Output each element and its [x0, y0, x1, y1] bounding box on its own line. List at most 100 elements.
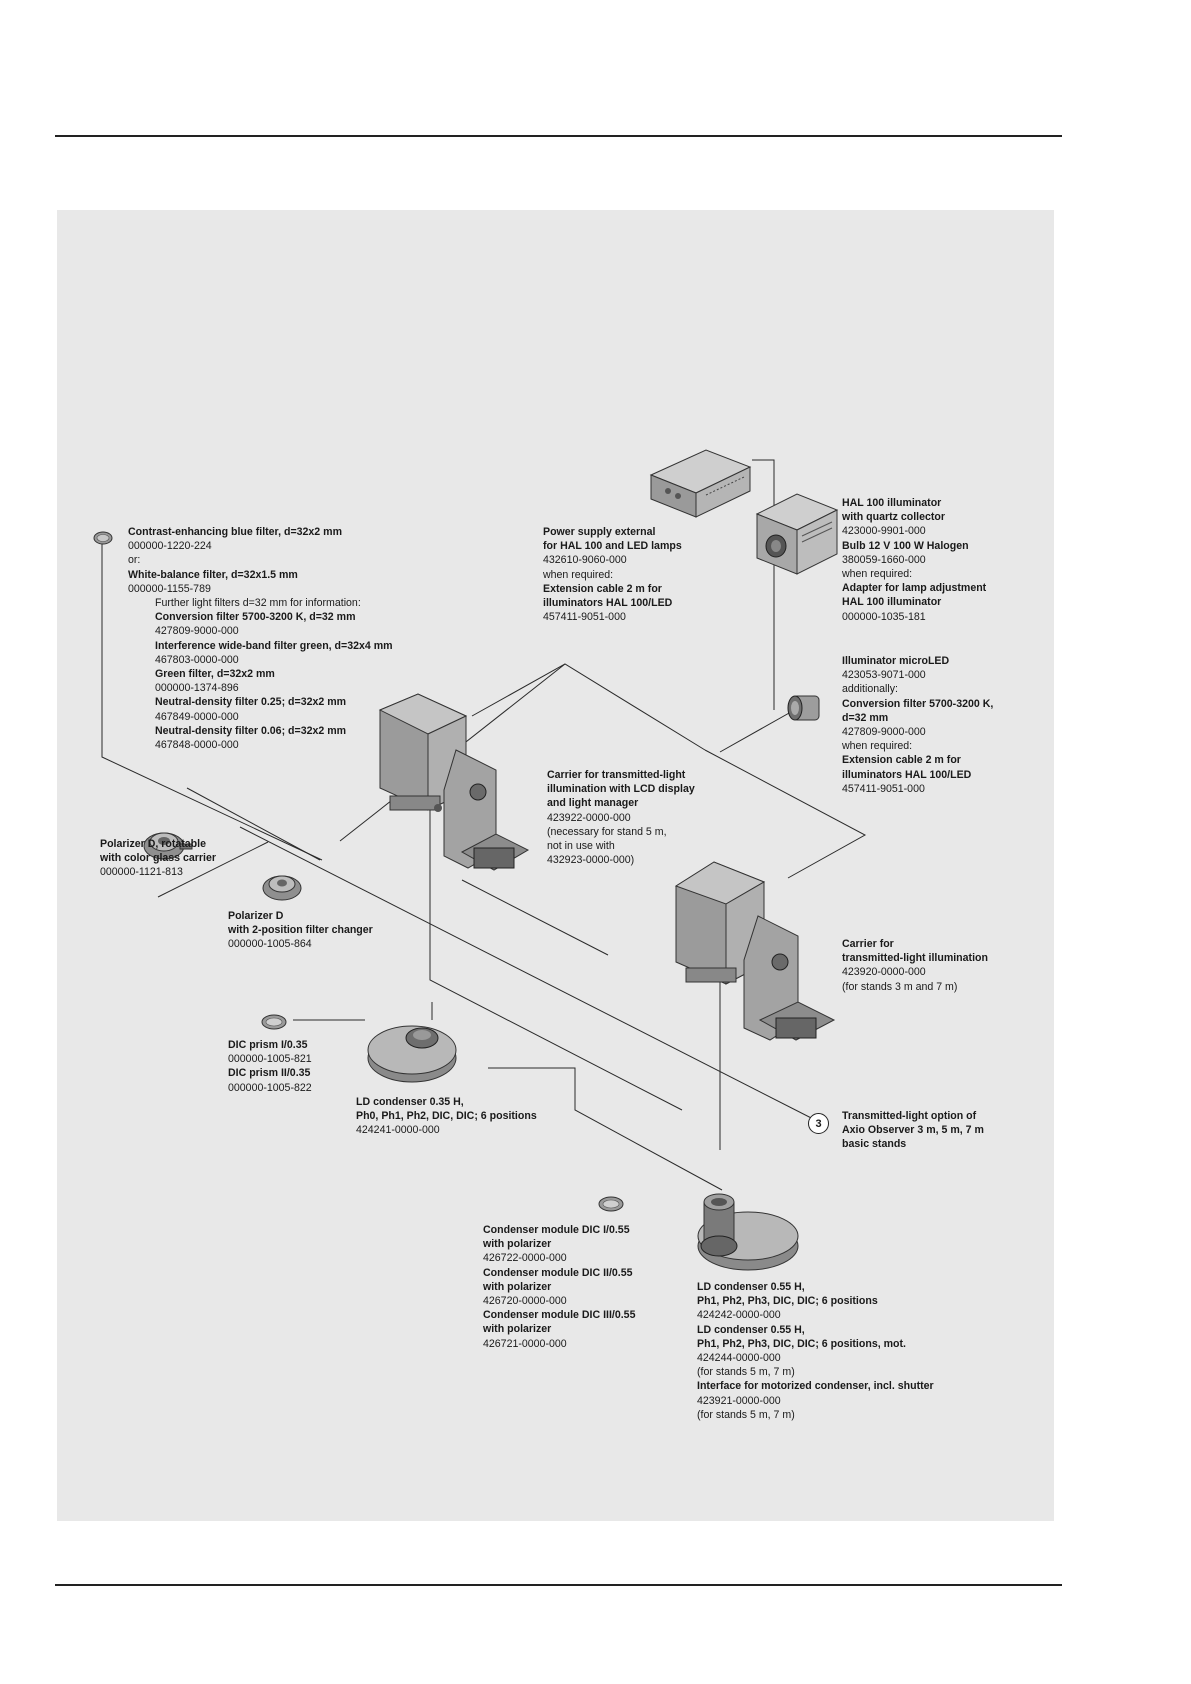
carrier-lcd-line: and light manager: [547, 797, 639, 810]
microled-line: Illuminator microLED: [842, 655, 950, 667]
tl-option-line: Axio Observer 3 m, 5 m, 7 m: [842, 1124, 984, 1137]
cond-module-line: with polarizer: [483, 1280, 552, 1293]
power-supply-line: 432610-9060-000: [543, 554, 627, 567]
power-supply-line: when required:: [543, 568, 614, 581]
microled-line: Extension cable 2 m for: [842, 754, 961, 767]
polarizer-2pos-line: 000000-1005-864: [228, 938, 312, 951]
microled-line: d=32 mm: [842, 711, 889, 724]
blue-filter-line: 467803-0000-000: [155, 653, 239, 666]
blue-filter-line: Green filter, d=32x2 mm: [155, 668, 275, 681]
top-rule: [55, 135, 1062, 137]
ld055-line: (for stands 5 m, 7 m): [697, 1408, 795, 1421]
ld055-line: Ph1, Ph2, Ph3, DIC, DIC; 6 positions, mo…: [697, 1337, 906, 1350]
power-supply-line: illuminators HAL 100/LED: [543, 597, 673, 610]
blue-filter-line: or:: [128, 554, 141, 567]
carrier-lcd-line: (necessary for stand 5 m,: [547, 825, 667, 838]
dic-prism-line: DIC prism I/0.35: [228, 1039, 308, 1051]
microled-line: when required:: [842, 740, 913, 753]
polarizer-2-position-icon: [262, 875, 302, 901]
hal100-line: HAL 100 illuminator: [842, 497, 942, 509]
carrier-lcd-line: illumination with LCD display: [547, 783, 695, 796]
blue-filter-line: 467849-0000-000: [155, 710, 239, 723]
microled-line: additionally:: [842, 683, 898, 696]
hal100-line: 380059-1660-000: [842, 553, 926, 566]
carrier-lcd-line: 423922-0000-000: [547, 811, 631, 824]
blue-filter-line: White-balance filter, d=32x1.5 mm: [128, 568, 298, 581]
ld-condenser-035-icon: [367, 1025, 457, 1083]
hal100-line: when required:: [842, 568, 913, 581]
blue-filter-icon: [93, 531, 113, 545]
ld055-line: 423921-0000-000: [697, 1394, 781, 1407]
blue-filter-line: Conversion filter 5700-3200 K, d=32 mm: [155, 611, 356, 624]
blue-filter-line: 000000-1220-224: [128, 540, 212, 553]
label-hal100-illuminator: HAL 100 illuminator with quartz collector…: [842, 496, 986, 624]
dic-prism-line: 000000-1005-822: [228, 1081, 312, 1094]
callout-3: 3: [808, 1113, 829, 1134]
blue-filter-line: 467848-0000-000: [155, 739, 239, 752]
microled-line: 457411-9051-000: [842, 782, 925, 795]
ld055-line: LD condenser 0.55 H,: [697, 1323, 805, 1336]
label-ld-condenser-055: LD condenser 0.55 H,Ph1, Ph2, Ph3, DIC, …: [697, 1280, 934, 1422]
hal100-line: with quartz collector: [842, 511, 946, 524]
blue-filter-line: Interference wide-band filter green, d=3…: [155, 639, 393, 652]
label-condenser-module: Condenser module DIC I/0.55 with polarize…: [483, 1223, 635, 1351]
label-blue-filter: Contrast-enhancing blue filter, d=32x2 m…: [128, 525, 393, 752]
carrier-lcd-line: not in use with: [547, 840, 615, 853]
hal100-line: Adapter for lamp adjustment: [842, 582, 987, 595]
carrier-tl-line: 423920-0000-000: [842, 966, 926, 979]
polarizer-rot-line: 000000-1121-813: [100, 866, 183, 879]
polarizer-rotatable-icon: [143, 832, 193, 860]
carrier-tl-line: Carrier for: [842, 938, 894, 950]
condenser-module-icon: [598, 1196, 624, 1212]
carrier-transmitted-light-icon: [674, 861, 836, 1041]
hal100-illuminator-icon: [755, 493, 839, 575]
microled-line: illuminators HAL 100/LED: [842, 768, 972, 781]
label-polarizer-rotatable: Polarizer D, rotatable with color glass c…: [100, 837, 216, 880]
bottom-rule: [55, 1584, 1062, 1586]
cond-module-line: Condenser module DIC III/0.55: [483, 1309, 636, 1322]
blue-filter-line: Further light filters d=32 mm for inform…: [155, 597, 361, 610]
cond-module-line: Condenser module DIC I/0.55: [483, 1224, 630, 1236]
ld055-line: 424244-0000-000: [697, 1352, 781, 1365]
hal100-line: 423000-9901-000: [842, 525, 926, 538]
dic-prism-icon: [261, 1014, 287, 1030]
polarizer-rot-line: Polarizer D, rotatable: [100, 838, 206, 850]
blue-filter-line: 427809-9000-000: [155, 625, 239, 638]
ld055-line: Interface for motorized condenser, incl.…: [697, 1380, 934, 1393]
carrier-lcd-icon: [378, 693, 530, 871]
label-polarizer-2-position: Polarizer D with 2-position filter change…: [228, 909, 373, 952]
power-supply-line: Extension cable 2 m for: [543, 582, 662, 595]
cond-module-line: with polarizer: [483, 1323, 552, 1336]
power-supply-line: 457411-9051-000: [543, 611, 626, 624]
polarizer-rot-line: with color glass carrier: [100, 852, 216, 865]
cond-module-line: with polarizer: [483, 1238, 552, 1251]
dic-prism-line: DIC prism II/0.35: [228, 1067, 311, 1080]
tl-option-line: basic stands: [842, 1138, 907, 1151]
blue-filter-line: Neutral-density filter 0.25; d=32x2 mm: [155, 696, 347, 709]
hal100-line: 000000-1035-181: [842, 610, 926, 623]
dic-prism-line: 000000-1005-821: [228, 1053, 312, 1066]
diagram-panel: [57, 210, 1054, 1521]
blue-filter-line: Contrast-enhancing blue filter, d=32x2 m…: [128, 526, 342, 538]
carrier-tl-line: (for stands 3 m and 7 m): [842, 980, 958, 993]
ld055-line: LD condenser 0.55 H,: [697, 1281, 805, 1293]
ld035-line: LD condenser 0.35 H,: [356, 1096, 464, 1108]
blue-filter-line: Neutral-density filter 0.06; d=32x2 mm: [155, 724, 347, 737]
power-supply-icon: [649, 449, 752, 518]
polarizer-2pos-line: Polarizer D: [228, 910, 284, 922]
hal100-line: HAL 100 illuminator: [842, 596, 942, 609]
cond-module-line: 426720-0000-000: [483, 1295, 567, 1308]
ld055-line: (for stands 5 m, 7 m): [697, 1366, 795, 1379]
polarizer-2pos-line: with 2-position filter changer: [228, 924, 373, 937]
cond-module-line: 426722-0000-000: [483, 1252, 567, 1265]
cond-module-line: Condenser module DIC II/0.55: [483, 1266, 633, 1279]
power-supply-line: for HAL 100 and LED lamps: [543, 540, 682, 553]
blue-filter-line: 000000-1374-896: [155, 682, 239, 695]
ld035-line: 424241-0000-000: [356, 1124, 440, 1137]
